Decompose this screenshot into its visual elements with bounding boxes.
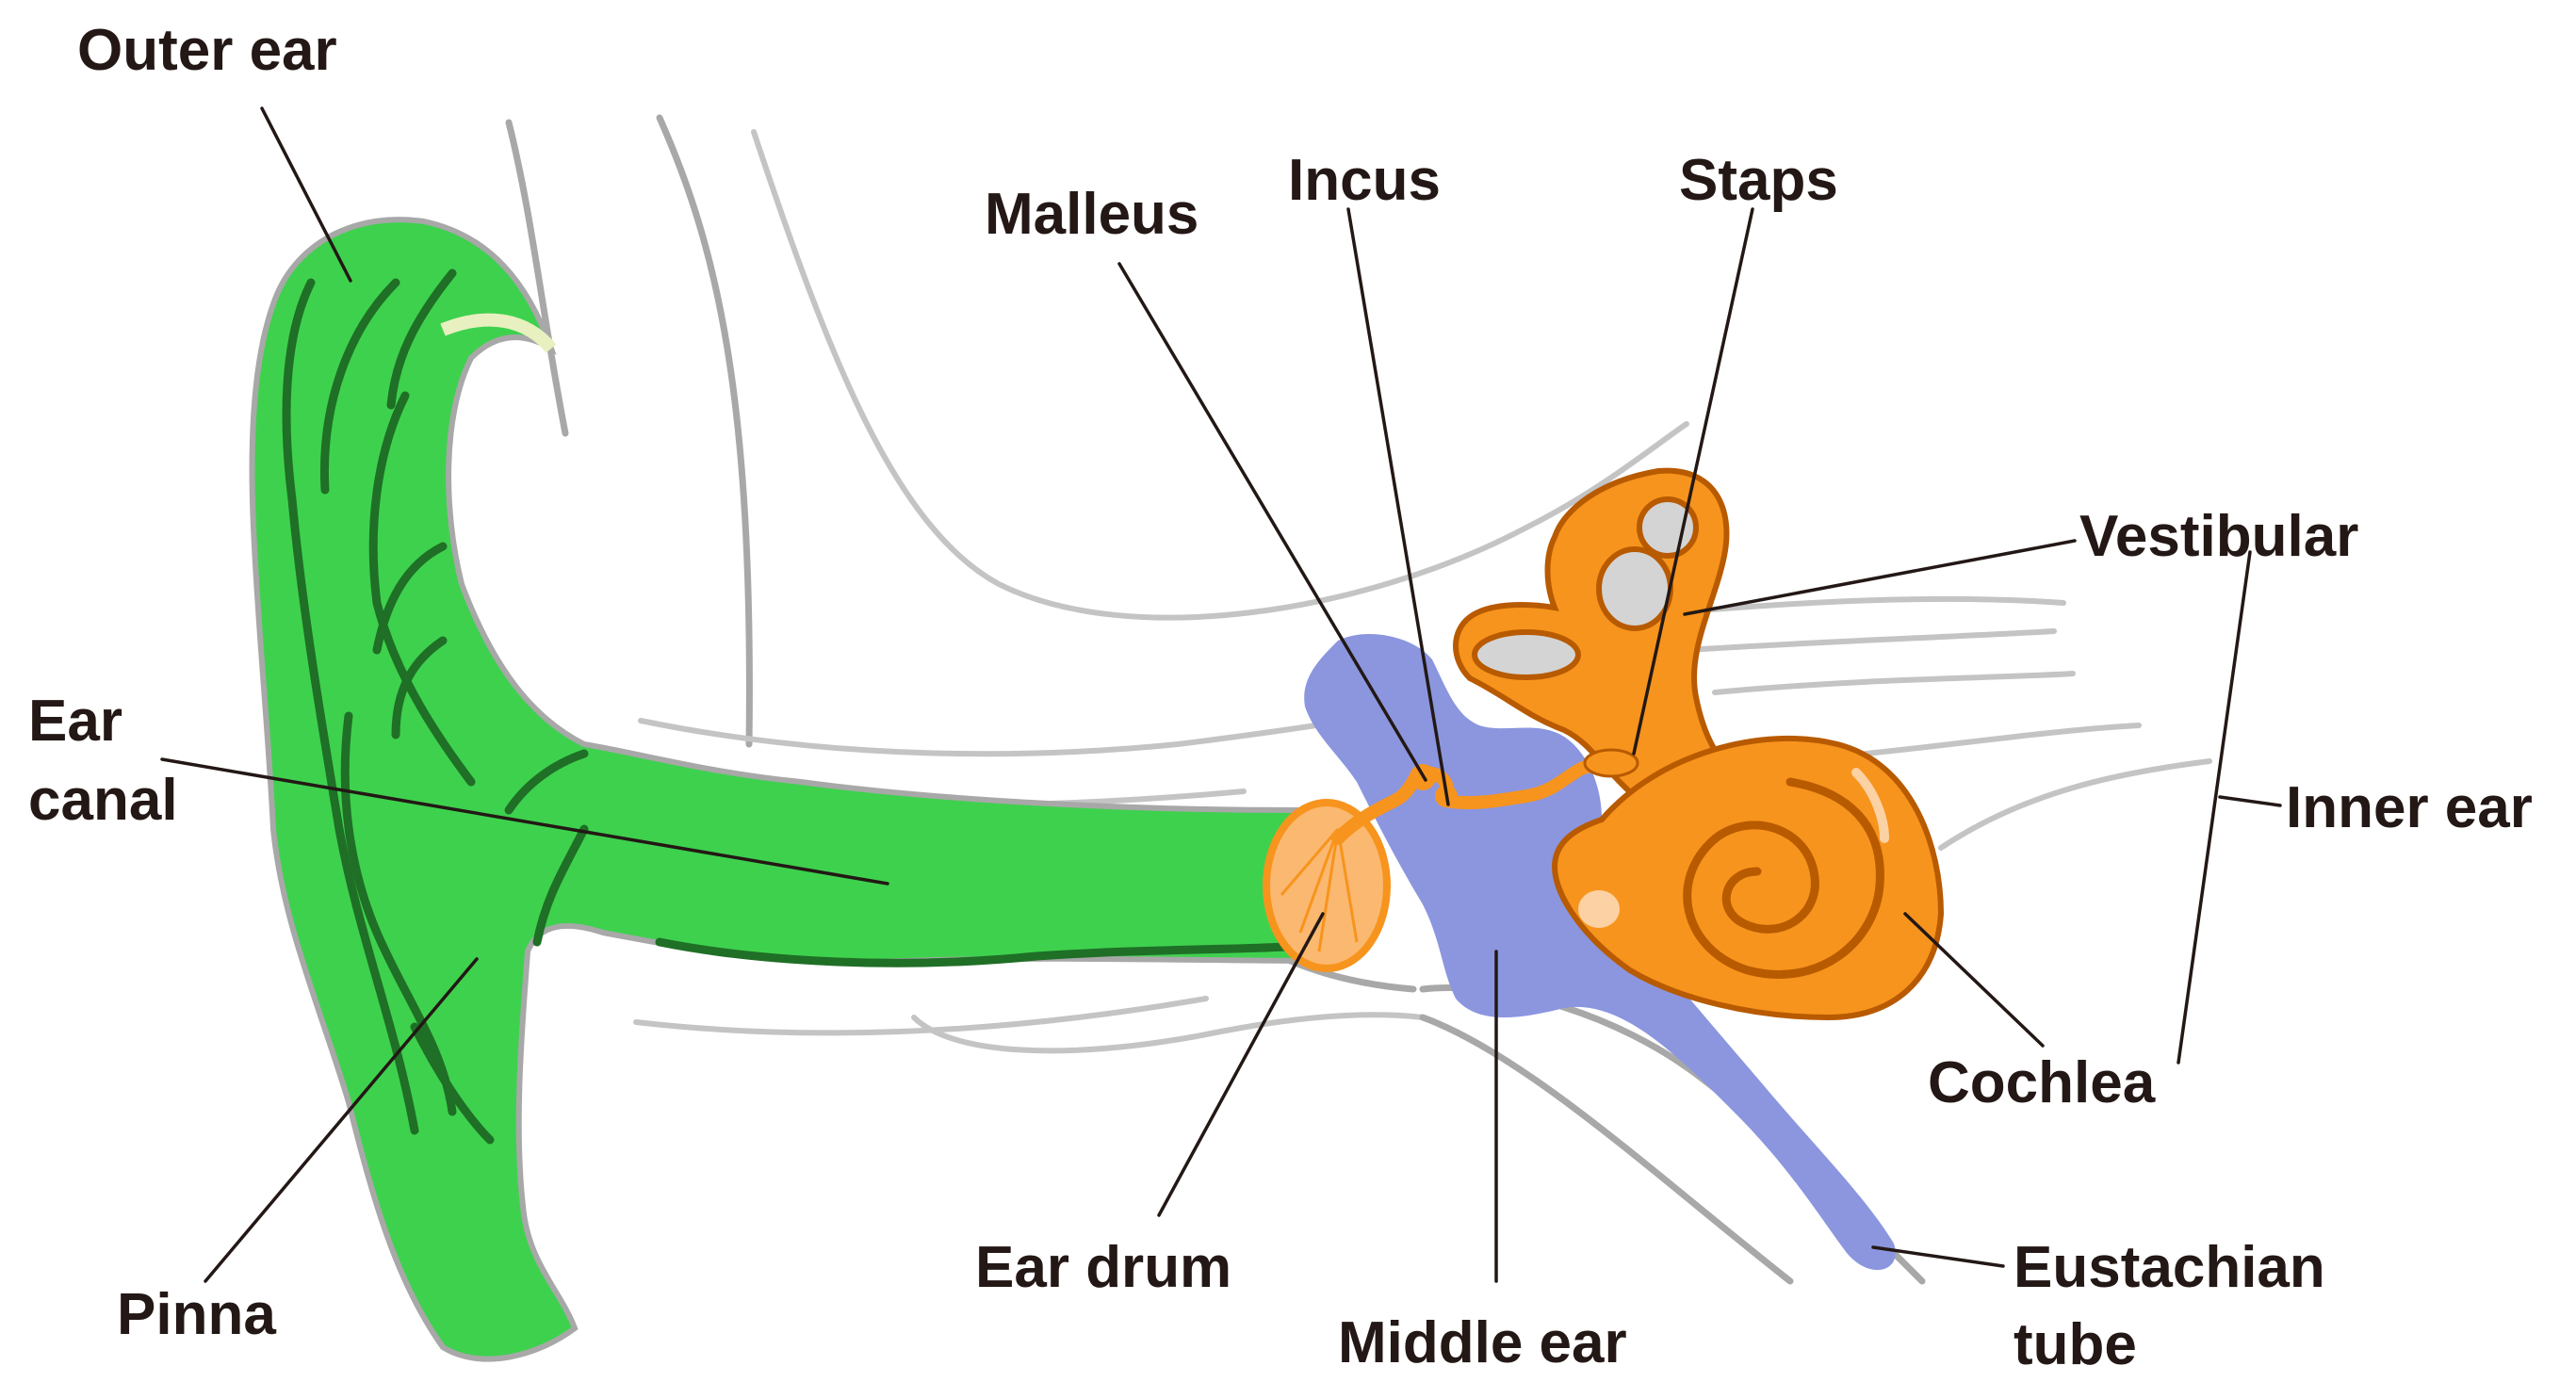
round-window: [1578, 890, 1620, 928]
leader-vestibular: [1683, 539, 2077, 616]
semicircular-canal-hole: [1637, 496, 1699, 559]
leader-staps: [1632, 207, 1754, 756]
pinna-fold: [282, 278, 419, 1135]
canal-fold: [655, 937, 1343, 967]
inner-ear: [1263, 467, 1945, 1021]
semicircular-canal-hole: [1596, 546, 1673, 631]
leader-malleus: [1117, 262, 1427, 782]
leader-lines: [160, 106, 2282, 1283]
pinna-fold: [410, 1022, 495, 1145]
label-outer-ear: Outer ear: [77, 18, 337, 83]
leader-pinna: [204, 957, 479, 1283]
semicircular-canal-hole: [1472, 629, 1581, 680]
pinna-fold: [319, 278, 400, 495]
leader-inner-ear-bracket: [2177, 550, 2252, 1065]
label-ear-canal-line1: Ear: [28, 689, 122, 754]
cochlea-highlight: [1851, 768, 1889, 843]
pinna-fold: [504, 749, 589, 815]
leader-inner-ear: [2218, 795, 2282, 807]
pinna-highlight: [440, 313, 557, 353]
tissue-line: [633, 996, 1209, 1036]
pinna-shape: [249, 217, 1361, 1362]
cochlea-spiral: [1683, 777, 1884, 979]
tissue-line: [1712, 671, 2076, 695]
tissue-line: [1419, 1014, 1794, 1285]
tissue-line: [656, 114, 753, 748]
tissue-line: [1938, 758, 2212, 851]
leader-ear-canal: [160, 757, 889, 886]
label-incus: Incus: [1288, 148, 1441, 213]
tissue-line: [638, 713, 1378, 757]
label-middle-ear: Middle ear: [1338, 1310, 1627, 1375]
leader-cochlea: [1903, 912, 2045, 1048]
ear-drum-rays: [1280, 828, 1359, 952]
tissue-line: [1674, 595, 2066, 615]
tissue-line: [911, 1012, 1426, 1054]
leader-eustachian-tube: [1871, 1245, 2005, 1268]
tissue-line: [1863, 723, 2142, 756]
tissue-line: [1684, 628, 2057, 653]
label-staps: Staps: [1679, 148, 1838, 213]
stapes-footplate: [1583, 748, 1639, 778]
label-ear-canal-line2: canal: [28, 768, 178, 833]
ear-drum-shape: [1263, 799, 1391, 972]
tissue-line: [751, 129, 1689, 621]
leader-incus: [1346, 207, 1450, 806]
pinna-fold: [372, 542, 448, 655]
pinna-fold: [532, 824, 589, 947]
label-inner-ear: Inner ear: [2286, 775, 2533, 840]
pinna-fold: [368, 391, 476, 787]
label-eustachian-line2: tube: [2014, 1312, 2137, 1377]
pinna-fold: [340, 711, 457, 1116]
label-malleus: Malleus: [985, 182, 1198, 247]
label-vestibular: Vestibular: [2079, 504, 2358, 569]
labels: Outer ear Ear canal Pinna Malleus Incus …: [28, 18, 2533, 1377]
label-eustachian-line1: Eustachian: [2014, 1235, 2325, 1300]
outer-ear: [249, 217, 1361, 1362]
pinna-fold: [386, 268, 457, 410]
label-cochlea: Cochlea: [1928, 1050, 2156, 1115]
leader-ear-drum: [1157, 912, 1325, 1217]
pinna-fold: [391, 636, 448, 740]
label-ear-drum: Ear drum: [975, 1235, 1231, 1300]
leader-outer-ear: [260, 106, 352, 283]
tissue-line: [505, 119, 569, 437]
label-pinna: Pinna: [117, 1282, 276, 1347]
